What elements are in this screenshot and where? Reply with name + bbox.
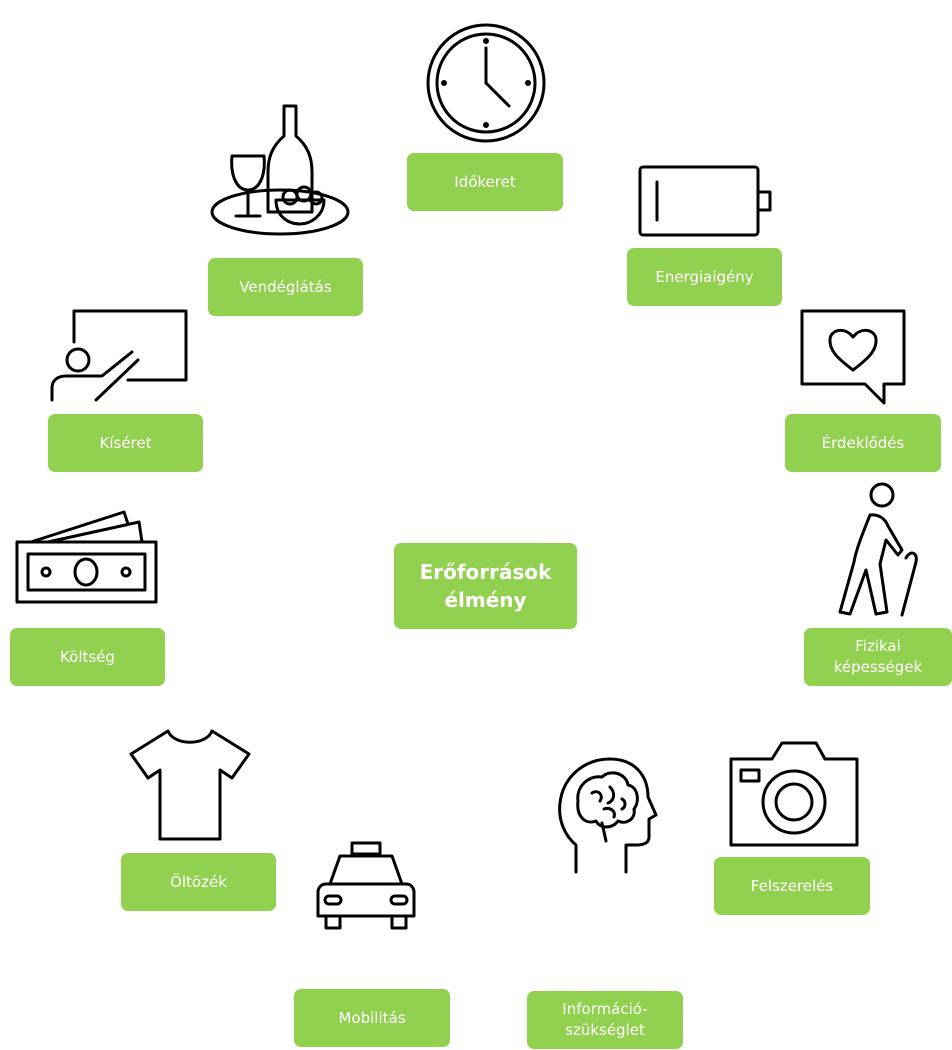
felszereles-label: Felszerelés [714,857,870,915]
kiseret-label: Kíséret [48,414,203,472]
t-shirt-icon [128,728,252,842]
mobilitas-label: Mobilitás [294,989,450,1047]
camera-icon [728,740,860,848]
elderly-person-cane-icon [830,480,925,620]
fizikai-kepessegek-label: Fizikai képességek [804,628,952,686]
taxi-car-icon [312,840,420,930]
oltozek-label: Öltözék [121,853,276,911]
banknotes-icon [14,508,160,606]
center-label: Erőforrások élmény [394,543,577,629]
koltseg-label: Költség [10,628,165,686]
energiaigeny-label: Energiaigény [627,248,782,306]
brain-head-icon [556,757,661,877]
erdeklodes-label: Érdeklődés [785,414,941,472]
guide-presenter-board-icon [48,308,188,402]
heart-speech-bubble-icon [799,308,909,408]
wine-tray-icon [210,102,356,236]
battery-icon [638,165,778,237]
idokeret-label: Időkeret [407,153,563,211]
vendeglatas-label: Vendéglátás [208,258,363,316]
clock-icon [425,22,547,144]
informacio-szukseglet-label: Információ- szükséglet [527,991,683,1049]
